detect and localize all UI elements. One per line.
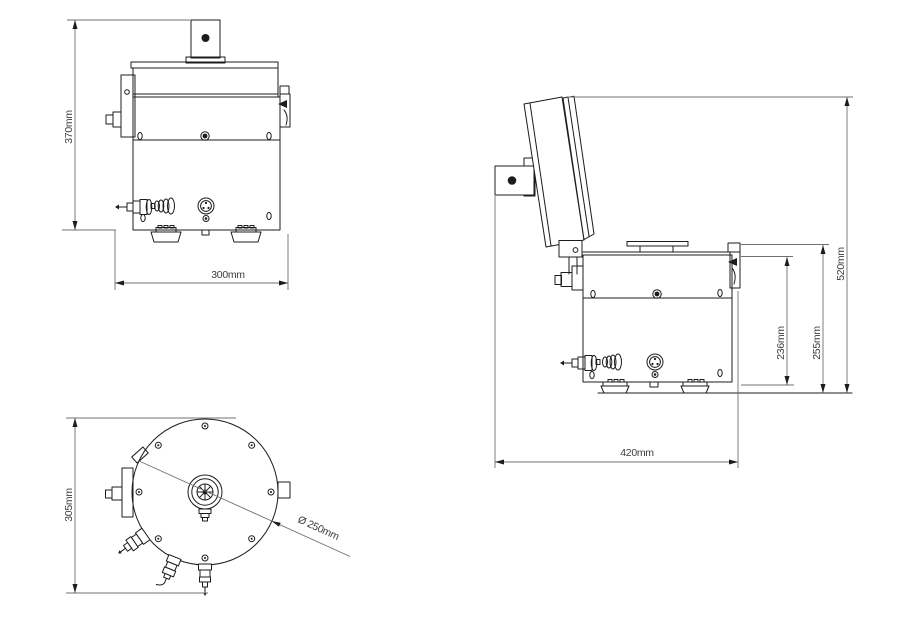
dim-front-height-label: 370mm — [63, 110, 75, 144]
side-latch — [727, 242, 741, 289]
dim-plan-height: 305mm — [63, 417, 236, 594]
dim-front-width-label: 300mm — [211, 269, 245, 281]
side-open-lid — [523, 95, 595, 248]
front-hinge-plate — [120, 74, 136, 138]
dim-side-body-height: 236mm — [741, 256, 794, 386]
dim-side-width: 420mm — [494, 196, 739, 468]
side-hinge-block — [558, 240, 583, 275]
plan-edge-tab — [131, 446, 149, 464]
side-power-connector — [560, 355, 598, 371]
side-top-tray — [582, 241, 729, 253]
front-latch — [278, 85, 291, 128]
front-feet — [150, 225, 262, 243]
side-cable-gland — [595, 353, 622, 371]
dim-front-width: 300mm — [114, 230, 289, 290]
side-view: 420mm 236mm 255mm 520mm — [494, 95, 853, 468]
front-power-connector — [115, 199, 153, 215]
plan-gland-lower-left — [118, 527, 151, 554]
dim-front-height: 370mm — [62, 19, 190, 231]
plan-right-tab — [277, 481, 291, 499]
dim-plan-height-label: 305mm — [63, 488, 75, 522]
plan-center-hub — [187, 474, 223, 522]
plan-view: Ø 250mm 305mm — [63, 417, 351, 596]
front-side-connector — [105, 111, 122, 128]
dim-side-overall-height-label: 520mm — [835, 247, 847, 281]
front-lid — [130, 61, 279, 98]
plan-left-bracket — [105, 467, 134, 518]
side-feet — [600, 379, 710, 394]
dim-plan-diameter-label: Ø 250mm — [296, 514, 342, 543]
front-view: 370mm 300mm — [62, 19, 291, 290]
dim-side-deck-height: 255mm — [741, 244, 829, 393]
plan-bottom-connector — [198, 563, 212, 596]
side-body — [582, 254, 733, 388]
side-round-socket — [646, 353, 664, 378]
front-body — [132, 96, 281, 236]
plan-bolt-holes — [135, 422, 275, 562]
side-lid-bracket — [494, 157, 536, 197]
side-bracket-connector — [554, 265, 584, 291]
dim-side-width-label: 420mm — [620, 447, 654, 459]
dim-side-deck-height-label: 255mm — [811, 326, 823, 360]
front-round-socket — [197, 197, 215, 222]
front-mount-bracket — [185, 19, 226, 64]
front-cable-gland — [150, 197, 175, 215]
dim-plan-diameter: Ø 250mm — [137, 460, 351, 557]
dim-side-overall-height: 520mm — [566, 96, 853, 393]
dim-side-body-height-label: 236mm — [775, 326, 787, 360]
plan-gland-lower-mid — [155, 554, 182, 586]
